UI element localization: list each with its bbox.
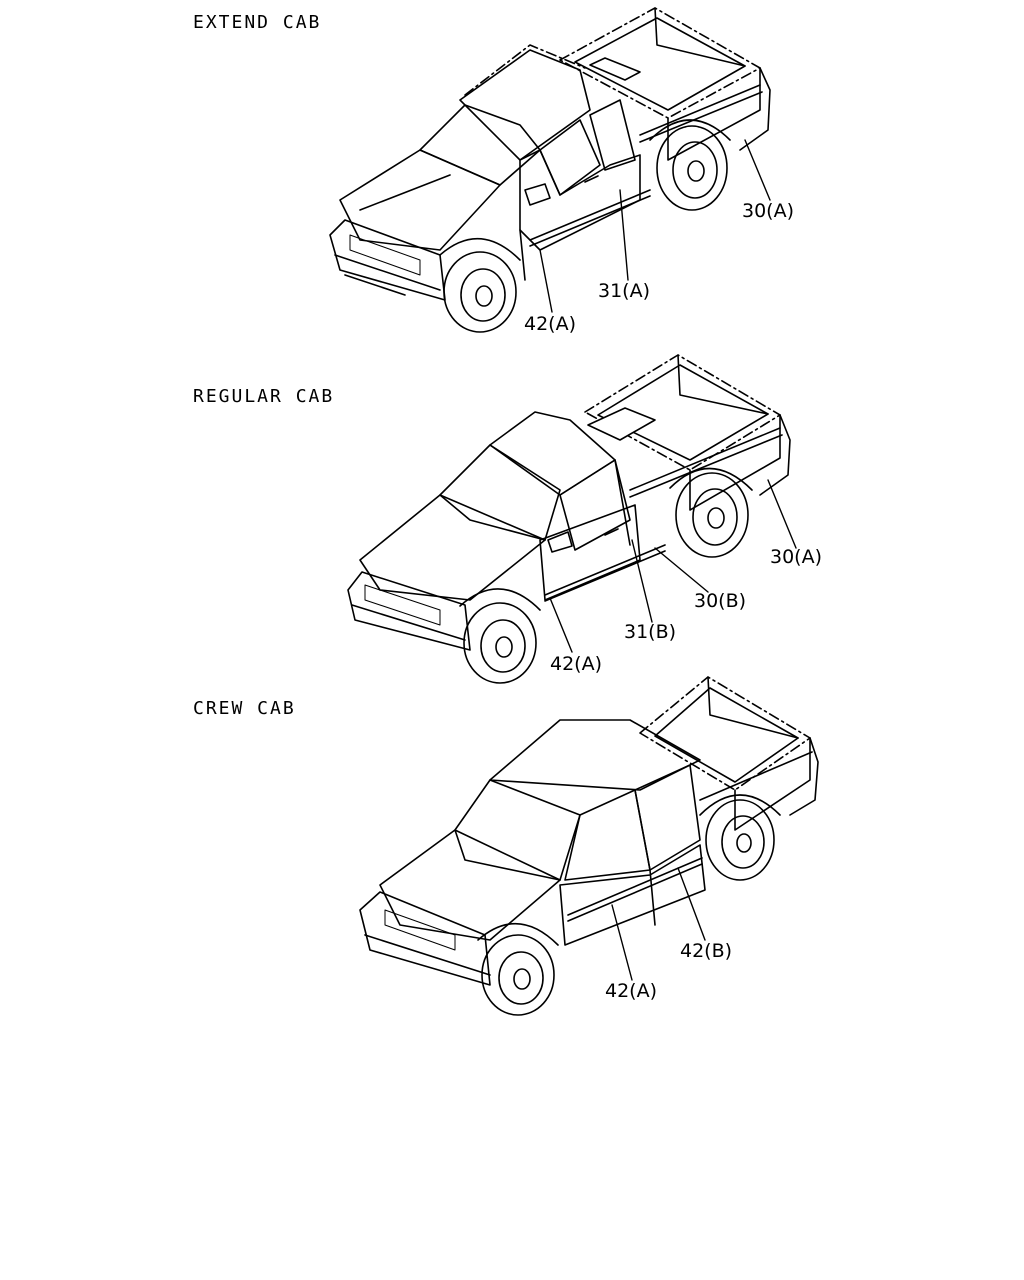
section-heading-crew-cab: CREW CAB (193, 698, 296, 719)
callout-extend-30a: 30(A) (742, 200, 794, 222)
callout-crew-42b: 42(B) (680, 940, 733, 962)
callout-regular-30b: 30(B) (694, 590, 747, 612)
section-heading-extend-cab: EXTEND CAB (193, 12, 322, 33)
regular-cab-truck (347, 354, 797, 684)
callout-extend-31a: 31(A) (598, 280, 650, 302)
crew-cab-truck (359, 676, 819, 1016)
callout-regular-30a: 30(A) (770, 546, 822, 568)
callout-extend-42a: 42(A) (524, 313, 576, 335)
extend-cab-truck (329, 7, 771, 333)
callout-crew-42a: 42(A) (605, 980, 657, 1002)
callout-regular-31b: 31(B) (624, 621, 677, 643)
section-heading-regular-cab: REGULAR CAB (193, 386, 335, 407)
callout-regular-42a: 42(A) (550, 653, 602, 675)
